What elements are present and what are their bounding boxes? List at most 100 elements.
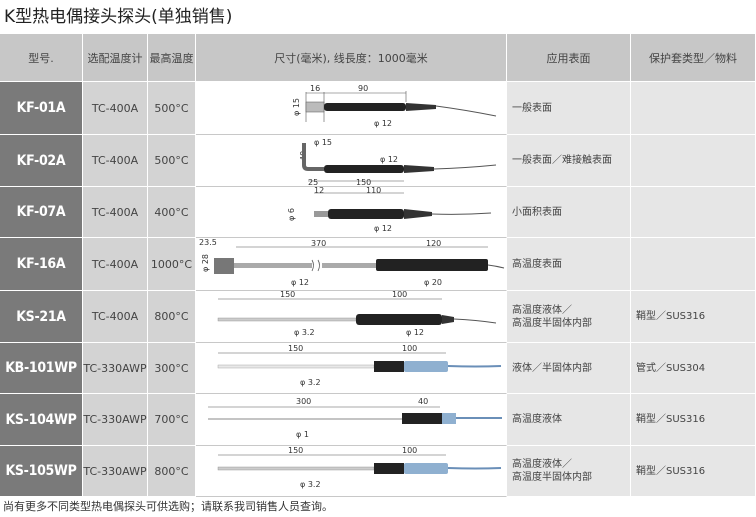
dim-label: 16 bbox=[310, 84, 320, 93]
dim-label: φ 28 bbox=[201, 254, 210, 272]
application-line: 液体／半固体内部 bbox=[512, 362, 592, 374]
table-header: 型号. 选配温度计 最高温度 尺寸(毫米), 线長度：1000毫米 应用表面 保… bbox=[0, 34, 756, 82]
dim-label: 150 bbox=[288, 344, 303, 353]
table-row: KF-01A TC-400A 500°C 16 90 φ 15 φ 12 一般表… bbox=[0, 82, 756, 135]
model-name: KB-101WP bbox=[5, 360, 77, 376]
dim-label: φ 12 bbox=[380, 155, 398, 164]
dim-label: 150 bbox=[280, 291, 295, 299]
header-max-temp: 最高温度 bbox=[149, 51, 194, 65]
dim-label: φ 15 bbox=[292, 98, 301, 116]
meter: TC-400A bbox=[91, 257, 139, 271]
header-meter: 选配温度计 bbox=[87, 51, 143, 65]
dim-label: φ 3.2 bbox=[300, 378, 321, 387]
max-temp: 500°C bbox=[154, 101, 189, 115]
sheath: 管式／SUS304 bbox=[636, 362, 706, 374]
probe-ks21a-diagram: 150 100 φ 3.2 φ 12 bbox=[217, 291, 497, 337]
table-row: KS-104WP TC-330AWP 700°C 300 40 φ 1 高温度液… bbox=[0, 394, 756, 446]
application-line: 一般表面 bbox=[512, 102, 552, 114]
footer-note: 尚有更多不同类型热电偶探头可供选购；请联系我司销售人员查询。 bbox=[3, 500, 333, 513]
max-temp: 800°C bbox=[154, 464, 189, 478]
table-row: KF-16A TC-400A 1000°C 23.5 370 120 φ 28 … bbox=[0, 238, 756, 291]
model-name: KS-105WP bbox=[5, 463, 77, 479]
meter: TC-400A bbox=[91, 205, 139, 219]
table-row: KF-07A TC-400A 400°C 12 110 φ 6 φ 12 小面积… bbox=[0, 187, 756, 238]
dim-label: 40 bbox=[418, 397, 428, 406]
application-line: 高温度半固体内部 bbox=[512, 317, 592, 329]
dim-label: 100 bbox=[402, 446, 417, 455]
meter: TC-400A bbox=[91, 101, 139, 115]
dim-label: φ 12 bbox=[374, 119, 392, 128]
max-temp: 700°C bbox=[154, 413, 189, 426]
probe-drawing: 150 100 φ 3.2 bbox=[196, 343, 507, 394]
dim-label: 12 bbox=[314, 187, 324, 195]
meter: TC-400A bbox=[91, 310, 139, 323]
application-line: 高温度液体／ bbox=[512, 459, 572, 470]
dim-label: 110 bbox=[366, 187, 381, 195]
table-row: KS-105WP TC-330AWP 800°C 150 100 φ 3.2 高… bbox=[0, 446, 756, 497]
probe-drawing: φ 15 40 φ 12 25 150 bbox=[196, 135, 507, 187]
probe-drawing: 150 100 φ 3.2 bbox=[196, 446, 507, 497]
application-line: 高温度液体 bbox=[512, 414, 562, 425]
meter: TC-400A bbox=[91, 154, 139, 167]
dim-label: 23.5 bbox=[199, 238, 217, 247]
probe-kf02a-diagram: φ 15 40 φ 12 25 150 bbox=[299, 138, 497, 187]
dim-label: 25 bbox=[308, 178, 318, 187]
dim-label: φ 3.2 bbox=[300, 480, 321, 489]
application-line: 高温度半固体内部 bbox=[512, 472, 592, 483]
probe-drawing: 150 100 φ 3.2 φ 12 bbox=[196, 291, 507, 343]
dim-label: φ 12 bbox=[291, 278, 309, 287]
probe-drawing: 300 40 φ 1 bbox=[196, 394, 507, 446]
table-row: KF-02A TC-400A 500°C φ 15 40 φ 12 25 150… bbox=[0, 135, 756, 187]
dim-label: 90 bbox=[358, 84, 368, 93]
meter: TC-330AWP bbox=[83, 464, 147, 478]
probe-kf07a-diagram: 12 110 φ 6 φ 12 bbox=[287, 187, 492, 233]
probe-kb101wp-diagram: 150 100 φ 3.2 bbox=[217, 344, 502, 387]
dim-label: 100 bbox=[402, 344, 417, 353]
model-name: KS-104WP bbox=[5, 411, 77, 428]
sheath: 鞘型／SUS316 bbox=[636, 465, 706, 477]
max-temp: 1000°C bbox=[150, 257, 193, 271]
header-application: 应用表面 bbox=[546, 51, 591, 65]
max-temp: 300°C bbox=[154, 361, 189, 375]
model-name: KF-07A bbox=[16, 204, 66, 220]
header-model: 型号. bbox=[28, 51, 54, 65]
model-name: KF-02A bbox=[16, 152, 66, 169]
dim-label: φ 3.2 bbox=[294, 328, 315, 337]
dim-label: 150 bbox=[288, 446, 303, 455]
probe-drawing: 23.5 370 120 φ 28 φ 12 φ 20 bbox=[196, 238, 507, 291]
probe-drawing: 12 110 φ 6 φ 12 bbox=[196, 187, 507, 238]
dim-label: 120 bbox=[426, 239, 441, 248]
meter: TC-330AWP bbox=[83, 413, 147, 426]
dim-label: φ 15 bbox=[314, 138, 332, 147]
dim-label: φ 20 bbox=[424, 278, 442, 287]
dim-label: φ 6 bbox=[287, 208, 296, 221]
dim-label: φ 12 bbox=[374, 224, 392, 233]
max-temp: 500°C bbox=[154, 154, 189, 167]
dim-label: 100 bbox=[392, 291, 407, 299]
probe-ks105wp-diagram: 150 100 φ 3.2 bbox=[217, 446, 502, 489]
application-line: 一般表面／难接触表面 bbox=[512, 155, 612, 166]
meter: TC-330AWP bbox=[83, 361, 147, 375]
model-name: KS-21A bbox=[16, 308, 66, 325]
page-title: K型热电偶接头探头(单独销售) bbox=[4, 7, 233, 27]
table-row: KB-101WP TC-330AWP 300°C 150 100 φ 3.2 液… bbox=[0, 343, 756, 394]
sheath: 鞘型／SUS316 bbox=[636, 414, 706, 425]
header-dims: 尺寸(毫米), 线長度：1000毫米 bbox=[274, 51, 428, 65]
application-line: 小面积表面 bbox=[512, 206, 562, 218]
model-name: KF-16A bbox=[16, 256, 66, 272]
dim-label: 370 bbox=[311, 239, 326, 248]
probe-drawing: 16 90 φ 15 φ 12 bbox=[196, 82, 507, 135]
dim-label: φ 12 bbox=[406, 328, 424, 337]
probe-kf16a-diagram: 23.5 370 120 φ 28 φ 12 φ 20 bbox=[199, 238, 505, 287]
probe-kf01a-diagram: 16 90 φ 15 φ 12 bbox=[292, 84, 497, 128]
dim-label: φ 1 bbox=[296, 430, 309, 439]
table-row: KS-21A TC-400A 800°C 150 100 φ 3.2 φ 12 … bbox=[0, 291, 756, 343]
model-name: KF-01A bbox=[16, 100, 66, 116]
max-temp: 400°C bbox=[154, 205, 189, 219]
application-line: 高温度液体／ bbox=[512, 304, 572, 316]
application-line: 高温度表面 bbox=[512, 258, 562, 270]
header-sheath: 保护套类型／物料 bbox=[649, 51, 737, 65]
sheath: 鞘型／SUS316 bbox=[636, 311, 706, 322]
dim-label: 150 bbox=[356, 178, 371, 187]
dim-label: 300 bbox=[296, 397, 311, 406]
